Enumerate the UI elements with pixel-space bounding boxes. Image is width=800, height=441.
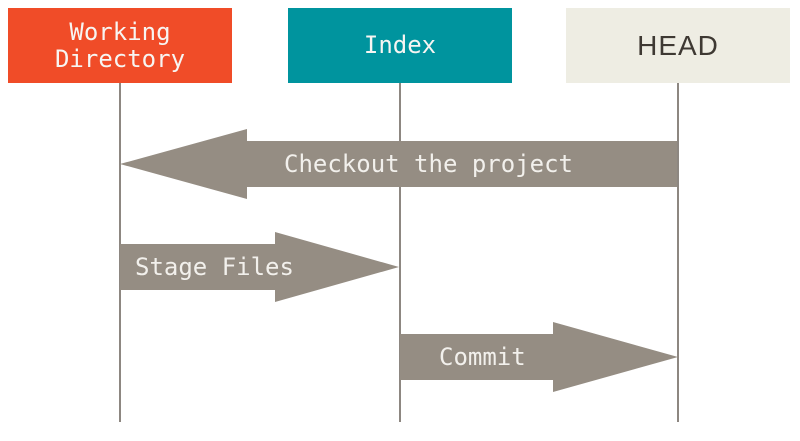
checkout-arrow xyxy=(120,129,677,199)
commit-arrow xyxy=(400,322,678,392)
working-directory-box xyxy=(8,8,232,83)
index-box xyxy=(288,8,512,83)
stage-files-arrow xyxy=(120,232,399,302)
head-box xyxy=(566,8,790,83)
